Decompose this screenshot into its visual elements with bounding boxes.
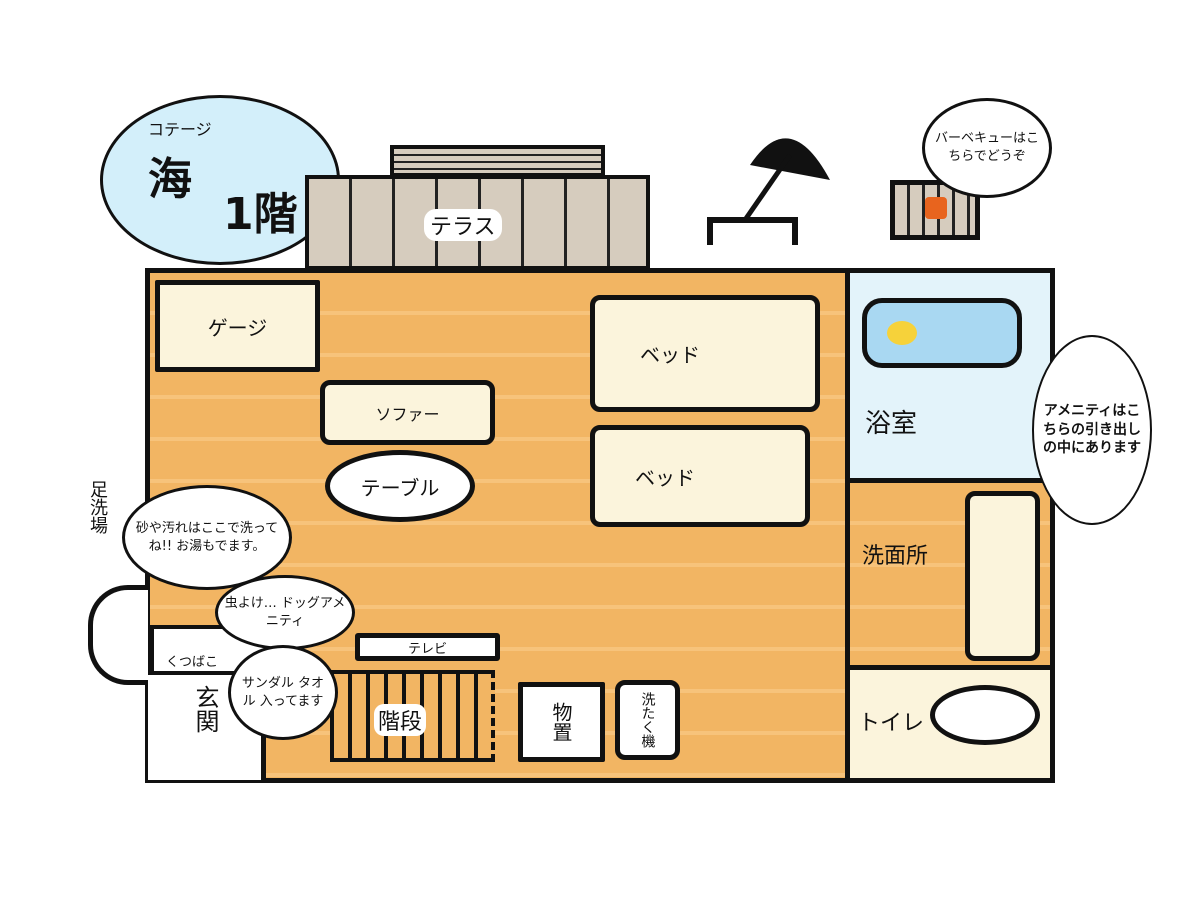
sofa: ソファー: [320, 380, 495, 445]
terrace-bench: [390, 145, 605, 177]
cage: ゲージ: [155, 280, 320, 372]
bbq-note: バーベキューはこちらでどうぞ: [934, 131, 1039, 164]
bed-2-label: ベッド: [635, 465, 695, 490]
table-label: テーブル: [360, 475, 440, 500]
sandal-note: サンダル タオル 入ってます: [241, 675, 325, 709]
bed-1-label: ベッド: [640, 343, 700, 367]
title-sub: コテージ: [148, 120, 212, 139]
washroom: 洗面所: [845, 478, 1055, 670]
bed-2: ベッド: [590, 425, 810, 527]
vanity: [965, 491, 1040, 661]
footwash-note: 砂や汚れはここで洗ってね!! お湯もでます。: [135, 520, 279, 554]
title-name: 海: [148, 154, 192, 205]
terrace-label: テラス: [424, 209, 502, 241]
bath-label: 浴室: [865, 409, 918, 439]
stairs: 階段: [330, 670, 495, 762]
storage-label: 物置: [549, 702, 573, 742]
tv: テレビ: [355, 633, 500, 661]
bbq-note-bubble: バーベキューはこちらでどうぞ: [922, 98, 1052, 198]
duck-icon: [887, 321, 917, 345]
terrace: テラス: [305, 175, 650, 270]
dog-amenity-note: 虫よけ… ドッグアメニティ: [224, 595, 346, 629]
stairs-label: 階段: [374, 704, 427, 736]
cage-label: ゲージ: [207, 315, 268, 340]
title-bubble: コテージ 海 1階: [100, 95, 340, 265]
washer-label: 洗たく機: [639, 692, 656, 748]
toilet-label: トイレ: [858, 711, 925, 736]
shoebox-label: くつばこ: [166, 655, 219, 670]
footwash-label: 足洗場: [87, 480, 108, 534]
amenity-note-bubble: アメニティはこちらの引き出しの中にあります: [1032, 335, 1152, 525]
footwash-note-bubble: 砂や汚れはここで洗ってね!! お湯もでます。: [122, 485, 292, 590]
toilet-room: トイレ: [845, 665, 1055, 783]
sandal-note-bubble: サンダル タオル 入ってます: [228, 645, 338, 740]
parasol-icon: [707, 138, 830, 245]
bathtub: [862, 298, 1022, 368]
toilet: [930, 685, 1040, 745]
washing-machine: 洗たく機: [615, 680, 680, 760]
entrance-label: 玄関: [191, 685, 219, 733]
washroom-label: 洗面所: [862, 544, 929, 569]
footwash-basin: [88, 585, 148, 685]
bed-1: ベッド: [590, 295, 820, 412]
sofa-label: ソファー: [375, 404, 440, 424]
title-floor: 1階: [223, 189, 298, 240]
table: テーブル: [325, 450, 475, 522]
tv-label: テレビ: [407, 641, 447, 657]
storage: 物置: [518, 682, 605, 762]
bathroom: 浴室: [845, 268, 1055, 483]
dog-amenity-bubble: 虫よけ… ドッグアメニティ: [215, 575, 355, 650]
amenity-note: アメニティはこちらの引き出しの中にあります: [1043, 402, 1141, 457]
